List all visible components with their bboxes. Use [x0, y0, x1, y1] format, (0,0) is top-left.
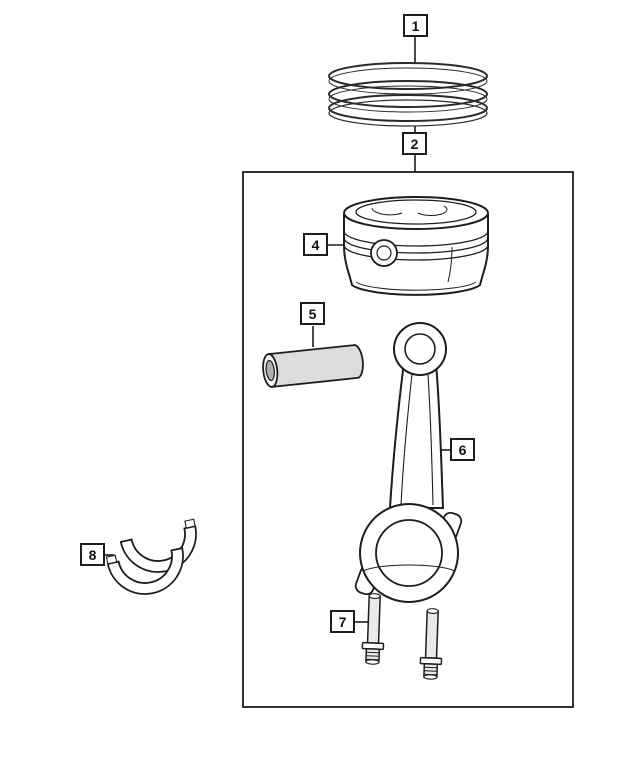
bearing-shells-drawing: [105, 518, 197, 595]
callout-2: 2: [402, 132, 427, 155]
callout-8: 8: [80, 543, 105, 566]
callout-1: 1: [403, 14, 428, 37]
connecting-rod-drawing: [354, 322, 463, 603]
leader-lines: [105, 37, 450, 623]
callout-4-label: 4: [311, 236, 320, 253]
callout-8-label: 8: [88, 546, 97, 563]
callout-2-label: 2: [410, 135, 419, 152]
callout-5-label: 5: [308, 305, 317, 322]
callout-1-label: 1: [411, 17, 420, 34]
callout-5: 5: [300, 302, 325, 325]
callout-7-label: 7: [338, 613, 347, 630]
callout-7: 7: [330, 610, 355, 633]
piston-drawing: [343, 196, 489, 296]
wrist-pin-drawing: [262, 344, 364, 388]
callout-4: 4: [303, 233, 328, 256]
piston-assembly-group-box: [242, 171, 574, 708]
rod-bolt-right: [419, 608, 443, 680]
piston-ring-set-drawing: [328, 62, 488, 127]
callout-6: 6: [450, 438, 475, 461]
rod-bolts-drawing: [361, 593, 443, 680]
callout-6-label: 6: [458, 441, 467, 458]
rod-bolt-left: [361, 593, 385, 665]
